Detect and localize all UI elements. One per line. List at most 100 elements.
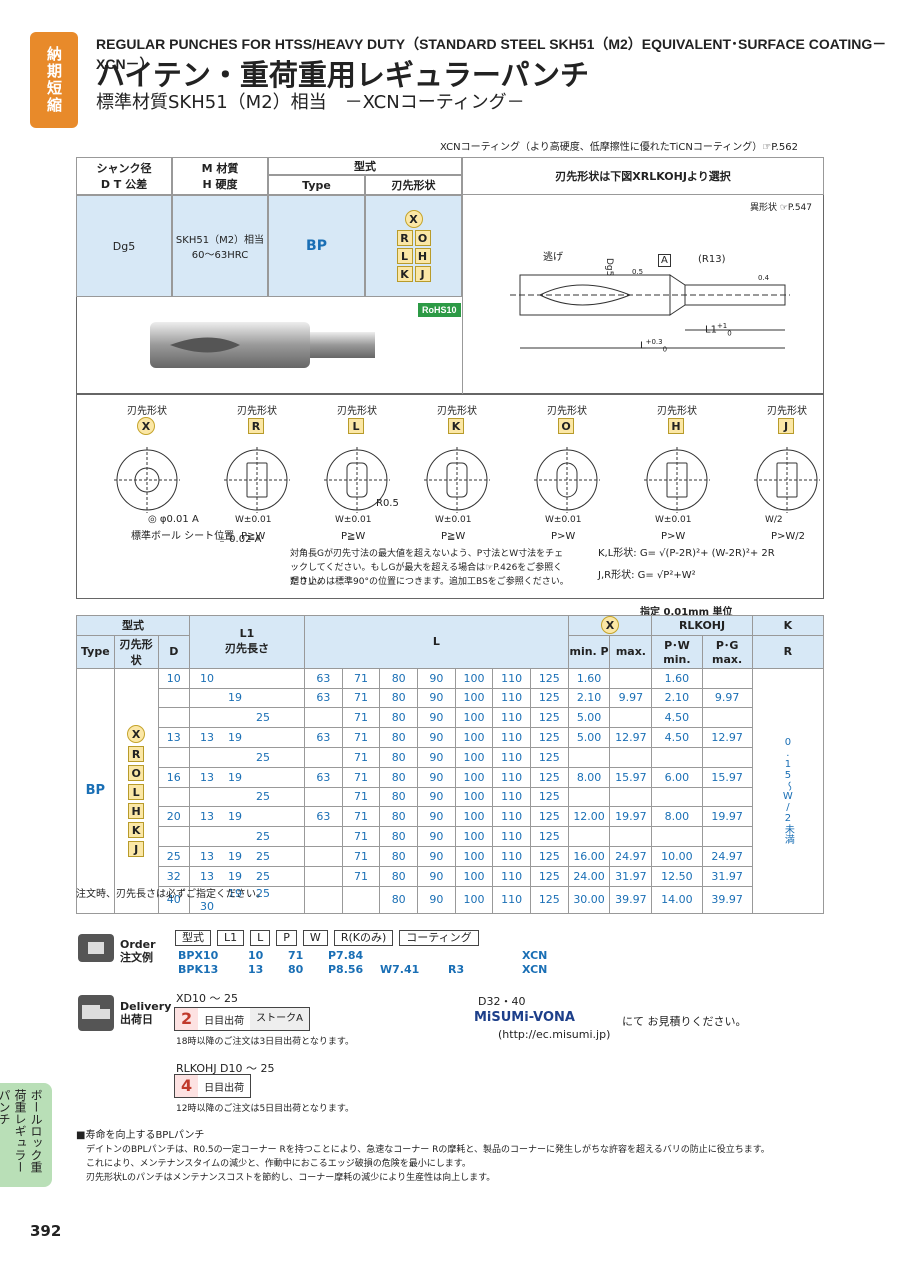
l1-cell: 25 — [188, 746, 306, 768]
l1-cell: 25 — [188, 707, 306, 729]
shape-title-3: 刃先形状 — [437, 406, 477, 417]
shape-title-1: 刃先形状 — [237, 406, 277, 417]
shape-badge-4: O — [557, 415, 575, 434]
unit-note: 指定 0.01mm 単位 — [640, 607, 733, 618]
th-pw: P･W min. — [651, 634, 703, 669]
d3240: D32・40 — [478, 995, 526, 1008]
l1-cell: 25 — [188, 786, 306, 808]
type-head: Type — [268, 175, 365, 195]
shape-drawing-3 — [424, 447, 490, 513]
rotation-note: 廻り止めは標準90°の位置につきます。追加工BSをご参照ください。 — [290, 577, 569, 587]
table-footnote: 注文時、刃先長さは必ずご指定ください。 — [76, 889, 266, 900]
bpl-p2: これにより、メンテナンスタイムの減少と、作動中におこるエッジ破損の危険を最小にし… — [86, 1159, 471, 1169]
th-k: K — [751, 615, 825, 636]
th-type-group: 型式 — [76, 615, 190, 636]
th-rlkohj: RLKOHJ — [651, 615, 753, 636]
l-dim: L+0.30 — [640, 338, 668, 354]
shape-badge-5: H — [667, 415, 685, 434]
th-l: L — [304, 615, 569, 669]
shape-drawing-0 — [114, 447, 180, 513]
shape-badge-1: R — [247, 415, 265, 434]
shape-cond-0: 標準ボール シート位置 — [131, 531, 235, 542]
punch-photo — [150, 322, 375, 368]
order-example-cell: XCN — [522, 949, 548, 962]
shape-w-2: W±0.01 — [335, 515, 372, 525]
shape-cond-1: P≧W — [241, 531, 266, 542]
page-subtitle: 標準材質SKH51（M2）相当 －XCNコーティング－ — [96, 92, 525, 113]
delivery-tag: 納期短縮 — [30, 32, 78, 128]
page-number: 392 — [30, 1222, 62, 1240]
other-shape-note: 異形状 ☞P.547 — [750, 203, 812, 213]
divider — [462, 195, 463, 394]
shape-w-3: W±0.01 — [435, 515, 472, 525]
shape-cond-5: P>W — [661, 531, 686, 542]
vona-url[interactable]: (http://ec.misumi.jp) — [498, 1028, 611, 1041]
l1-cell: 25 — [188, 826, 306, 847]
shape-w-5: W±0.01 — [655, 515, 692, 525]
shape-head: 刃先形状 — [365, 175, 462, 195]
th-pg: P･G max. — [701, 634, 753, 669]
delivery-2day: 2 日目出荷 ストークA — [174, 1007, 310, 1031]
technical-drawing — [510, 274, 790, 349]
rohs-badge: RoHS10 — [418, 303, 461, 317]
shape-drawing-4 — [534, 447, 600, 513]
g-note: 対角長Gが刃先寸法の最大値を超えないよう、P寸法とW寸法をチェックしてください。… — [290, 549, 564, 587]
shape-drawing-5 — [644, 447, 710, 513]
order-example-cell: W7.41 — [380, 963, 420, 976]
r05-label: R0.5 — [376, 498, 399, 509]
order-example-cell: 80 — [288, 963, 304, 976]
shape-w-6: W/2 — [765, 515, 783, 525]
shape-cond-4: P>W — [551, 531, 576, 542]
vona-link[interactable]: MiSUMi-VONA — [474, 1010, 575, 1025]
shape-badge-6: J — [777, 415, 795, 434]
note-2day: 18時以降のご注文は3日目出荷となります。 — [176, 1037, 355, 1047]
type-cell: BP — [268, 195, 365, 297]
shape-select-head: 刃先形状は下図XRLKOHJより選択 — [462, 157, 824, 195]
shape-drawing-1 — [224, 447, 290, 513]
rlkohj-range: RLKOHJ D10 ～ 25 — [176, 1062, 275, 1075]
th-maxp: max. — [609, 634, 653, 669]
type-group-head: 型式 — [268, 157, 462, 175]
th-d: D — [157, 634, 190, 669]
shape-badge-3: K — [447, 415, 465, 434]
th-r: R — [751, 634, 825, 669]
side-tab: ボールロック重荷重レギュラーパンチ — [0, 1083, 52, 1187]
shape-w-4: W±0.01 — [545, 515, 582, 525]
order-example-cell: 10 — [248, 949, 264, 962]
shape-title-2: 刃先形状 — [337, 406, 377, 417]
phone-icon — [78, 934, 114, 962]
l1-dim: L1+10 — [705, 322, 732, 338]
shape-title-4: 刃先形状 — [547, 406, 587, 417]
shape-drawing-2 — [324, 447, 390, 513]
order-example-cell: XCN — [522, 963, 548, 976]
bpl-p1: デイトンのBPLパンチは、R0.5の一定コーナー Rを持つことにより、急速なコー… — [86, 1145, 770, 1155]
shapes-box — [76, 394, 824, 599]
dg5-cell: Dg5 — [76, 195, 172, 297]
th-x: X — [567, 615, 653, 636]
order-example-cell: BPK13 — [178, 963, 219, 976]
order-example-cell: BPX10 — [178, 949, 219, 962]
delivery-4day: 4 日目出荷 — [174, 1074, 252, 1098]
l1-cell: 19 — [188, 687, 306, 709]
th-shape: 刃先形状 — [113, 634, 159, 669]
shape-badge-2: L — [347, 415, 365, 434]
bpl-heading: ■寿命を向上するBPLパンチ — [76, 1130, 205, 1141]
